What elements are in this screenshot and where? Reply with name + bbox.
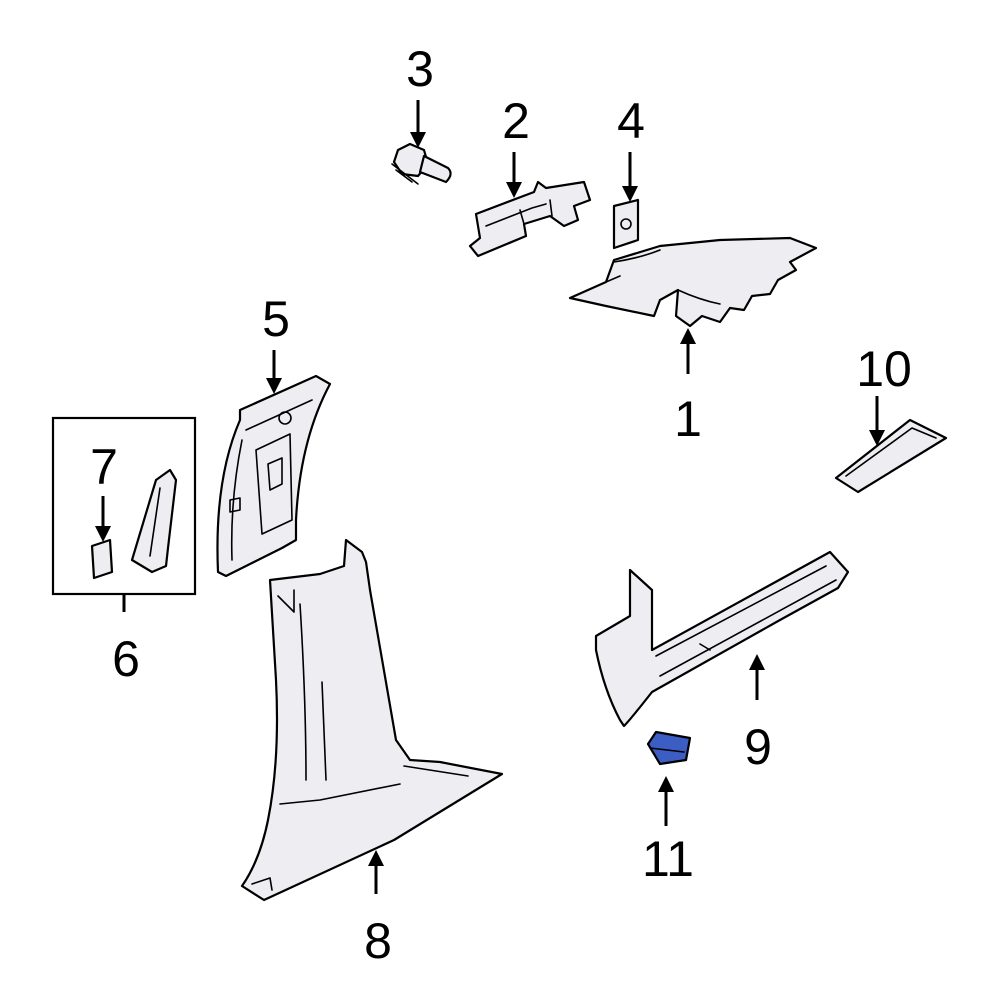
callout-10: 10 [856, 341, 912, 397]
kit-strip [130, 468, 178, 574]
callout-11: 11 [642, 831, 694, 887]
part-9-sill-plate[interactable] [594, 550, 850, 728]
part-8-pillar-lower-trim[interactable] [240, 538, 504, 902]
part-5-pillar-upper-trim[interactable] [216, 374, 332, 578]
part-2-bracket[interactable] [468, 180, 592, 258]
callout-6: 6 [112, 631, 140, 687]
part-3-bolt[interactable] [391, 142, 452, 185]
part-6-kit-box[interactable] [51, 416, 197, 596]
callout-5: 5 [262, 291, 290, 347]
part-11-pad[interactable] [646, 730, 692, 766]
callout-4: 4 [617, 93, 645, 149]
callout-8: 8 [364, 913, 392, 969]
callout-9: 9 [744, 719, 772, 775]
callout-7: 7 [90, 439, 118, 495]
leader-arrows [95, 100, 885, 894]
part-4-clip[interactable] [612, 198, 640, 250]
callout-2: 2 [502, 93, 530, 149]
callout-1: 1 [674, 391, 702, 447]
part-10-pad[interactable] [834, 418, 948, 494]
callout-3: 3 [406, 41, 434, 97]
part-1-upper-trim[interactable] [568, 236, 818, 328]
part-7-clip[interactable] [90, 538, 114, 580]
